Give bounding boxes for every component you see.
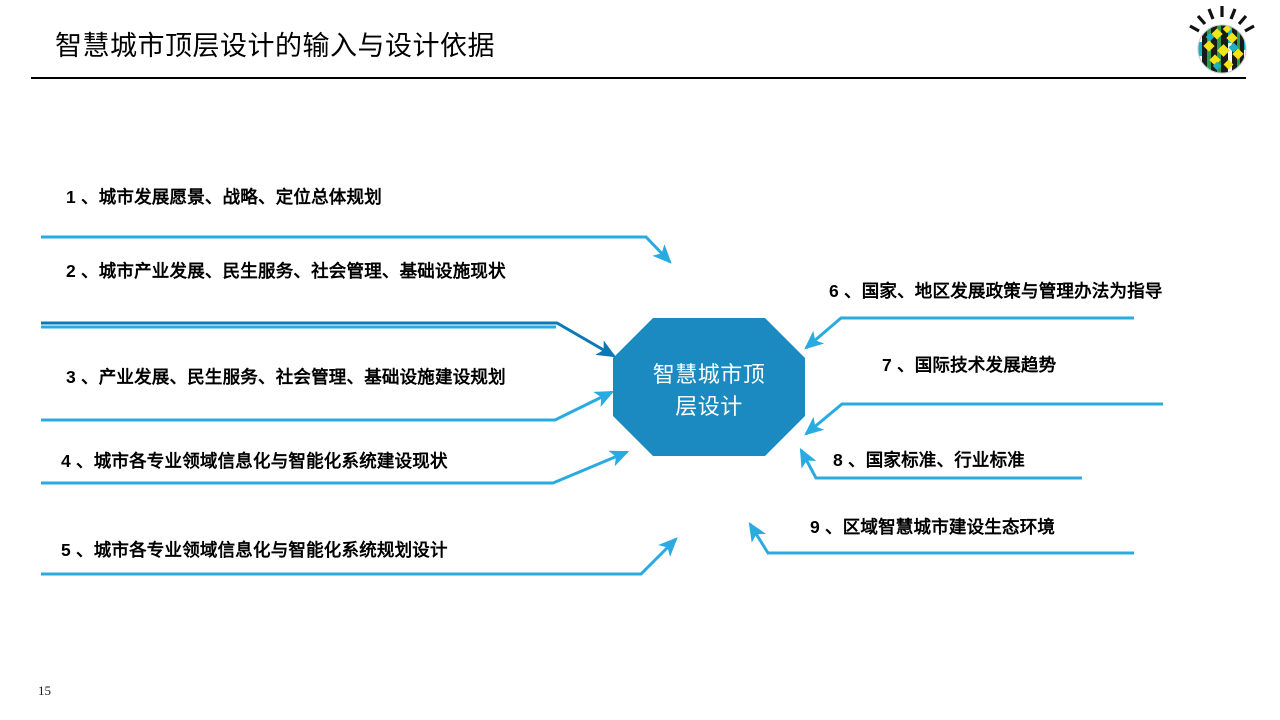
center-node-shape[interactable] bbox=[613, 318, 805, 456]
center-node-label: 智慧城市顶 层设计 bbox=[626, 359, 792, 423]
smarter-planet-logo-icon bbox=[1183, 4, 1261, 76]
input-item-5-label: 5 、城市各专业领域信息化与智能化系统规划设计 bbox=[61, 540, 448, 560]
connector-input-9 bbox=[748, 521, 1134, 555]
header-divider bbox=[31, 77, 1246, 79]
input-item-1-label: 1 、城市发展愿景、战略、定位总体规划 bbox=[66, 187, 382, 207]
input-item-3-label: 3 、产业发展、民生服务、社会管理、基础设施建设规划 bbox=[66, 367, 506, 387]
connector-input-2 bbox=[41, 321, 617, 358]
connector-input-6 bbox=[804, 316, 1134, 350]
center-node-line-1: 智慧城市顶 bbox=[652, 362, 766, 387]
input-item-6-label: 6 、国家、地区发展政策与管理办法为指导 bbox=[829, 281, 1163, 301]
connector-input-5 bbox=[41, 537, 678, 576]
connector-input-7 bbox=[804, 402, 1163, 436]
page-number: 15 bbox=[38, 683, 51, 698]
input-item-8-label: 8 、国家标准、行业标准 bbox=[833, 450, 1025, 470]
connector-input-1 bbox=[41, 235, 672, 264]
page-title: 智慧城市顶层设计的输入与设计依据 bbox=[55, 31, 495, 61]
center-node-line-2: 层设计 bbox=[675, 394, 743, 419]
input-item-4-label: 4 、城市各专业领域信息化与智能化系统建设现状 bbox=[61, 451, 448, 471]
input-item-2-label: 2 、城市产业发展、民生服务、社会管理、基础设施现状 bbox=[66, 261, 506, 281]
connector-input-3 bbox=[41, 390, 615, 422]
connector-input-8 bbox=[799, 447, 1082, 480]
input-item-7-label: 7 、国际技术发展趋势 bbox=[882, 355, 1057, 375]
connector-input-4 bbox=[41, 450, 630, 485]
input-item-9-label: 9 、区域智慧城市建设生态环境 bbox=[810, 517, 1056, 537]
